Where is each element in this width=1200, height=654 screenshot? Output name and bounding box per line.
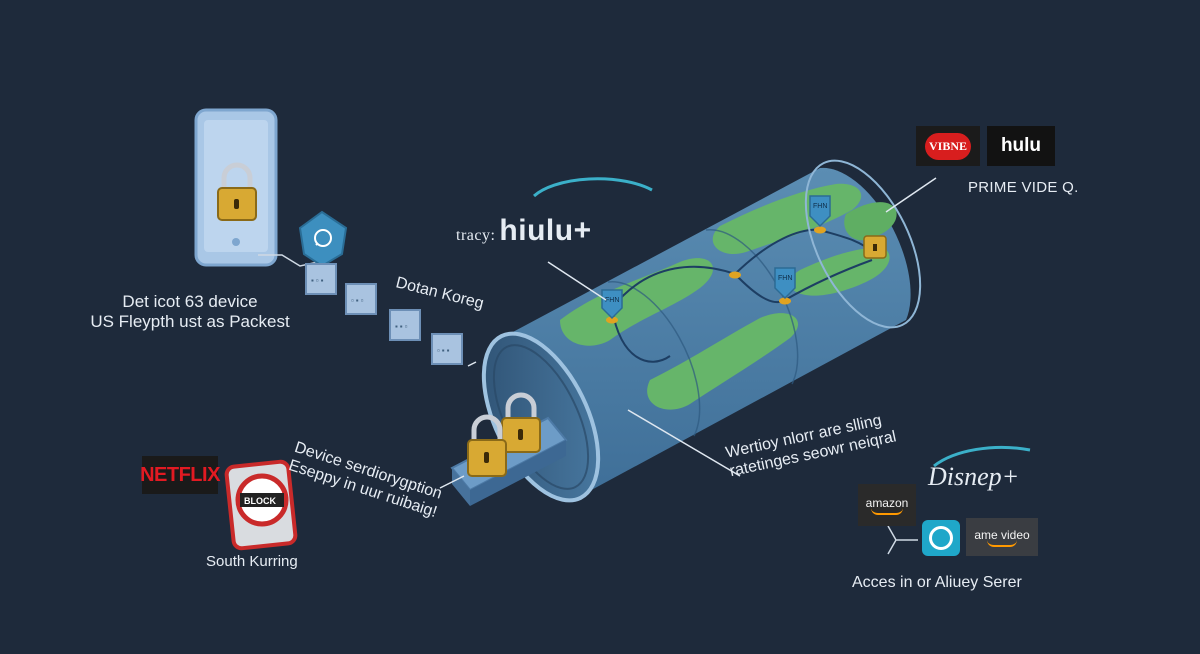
padlock-icon — [863, 235, 887, 259]
map-pin-icon: FHN — [774, 267, 796, 300]
prime-smile-icon — [987, 540, 1017, 547]
svg-text:FHN: FHN — [813, 203, 827, 210]
ring-icon — [929, 526, 953, 550]
padlock-icon — [501, 392, 541, 453]
pointer-lines — [439, 177, 937, 489]
svg-text:BLOCK: BLOCK — [244, 496, 276, 506]
vibne-logo: VIBNE — [916, 126, 980, 166]
device-label-line1: Det icot 63 device — [122, 292, 258, 311]
amazon-smile-icon — [871, 508, 903, 515]
prime-video-label: PRIME VIDE Q. — [968, 179, 1079, 196]
hulu-plus-brand: hiulu+ — [499, 214, 592, 247]
blocked-sign-icon: BLOCK — [224, 459, 298, 551]
hulu-arc — [532, 177, 653, 198]
map-pin-icon: FHN — [809, 195, 831, 228]
prime-video-logo-text: ame video — [974, 527, 1030, 542]
padlock-icon — [217, 162, 257, 221]
south-region-label: South Kurring — [206, 553, 298, 570]
access-server-label: Acces in or Aliuey Serer — [852, 574, 1022, 591]
hulu-plus-label: tracy:hiulu+ — [456, 214, 592, 248]
svg-text:FHN: FHN — [605, 297, 619, 304]
svg-text:▫▪▪: ▫▪▪ — [436, 347, 450, 356]
disney-plus-logo: Disnep+ — [928, 462, 1020, 491]
netflix-logo: NETFLIX — [140, 456, 220, 494]
device-packet-label: Det icot 63 device US Fleypth ust as Pac… — [60, 292, 320, 332]
svg-text:FHN: FHN — [778, 275, 792, 282]
hulu-prefix: tracy: — [456, 227, 496, 244]
prime-video-logo: ame video — [966, 518, 1038, 556]
signal-shield-icon — [298, 210, 348, 268]
amazon-logo-text: amazon — [865, 495, 909, 510]
packet-cube-icon: ▫▪▪ — [431, 333, 463, 365]
svg-text:▪▪▫: ▪▪▫ — [394, 323, 408, 332]
svg-text:▪▫▪: ▪▫▪ — [310, 277, 324, 286]
packet-cube-icon: ▫▪▫ — [345, 283, 377, 315]
phone-device — [194, 108, 278, 267]
hulu-logo: hulu — [987, 126, 1055, 166]
device-label-line2: US Fleypth ust as Packest — [90, 312, 290, 331]
padlock-icon — [467, 414, 507, 477]
svg-text:▫▪▫: ▫▪▫ — [350, 297, 364, 306]
packet-cube-icon: ▪▫▪ — [305, 263, 337, 295]
vibne-logo-text: VIBNE — [924, 132, 971, 160]
globe-tunnel: FHN FHN FHN — [481, 159, 922, 503]
connector-line — [887, 525, 918, 555]
disney-arc — [933, 445, 1031, 468]
packet-cube-icon: ▪▪▫ — [389, 309, 421, 341]
streaming-app-icon — [922, 520, 960, 556]
amazon-logo: amazon — [858, 484, 916, 526]
map-pin-icon: FHN — [601, 289, 623, 320]
